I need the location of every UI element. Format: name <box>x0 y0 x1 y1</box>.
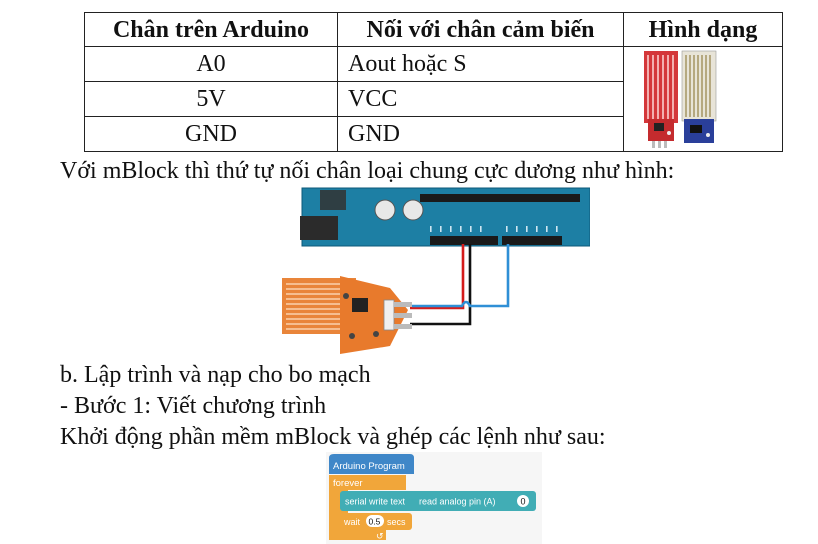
table-row: A0 Aout hoặc S <box>84 46 783 152</box>
header-sensor-pin: Nối với chân cảm biến <box>337 11 624 48</box>
pin-value: 0 <box>521 497 526 507</box>
capacitor-icon <box>374 199 396 221</box>
wait-value-input[interactable] <box>366 515 384 527</box>
cell-sensor-pin: GND <box>337 116 624 152</box>
sensor-shape-cell <box>623 46 783 152</box>
water-sensor-photo <box>644 50 717 149</box>
power-header <box>430 236 498 245</box>
power-jack <box>300 216 338 240</box>
pin-mapping-table: Chân trên Arduino Nối với chân cảm biến … <box>84 11 783 152</box>
wiring-diagram <box>282 187 590 354</box>
analog-header <box>502 236 562 245</box>
loop-arrow-icon: ↺ <box>376 531 384 541</box>
wire-red <box>410 244 465 310</box>
cell-sensor-pin: Aout hoặc S <box>337 46 624 83</box>
step-1: - Bước 1: Viết chương trình <box>60 393 327 419</box>
step-1-description: Khởi động phần mềm mBlock và ghép các lệ… <box>60 424 606 450</box>
serial-write-block[interactable] <box>340 491 536 511</box>
cell-arduino-pin: A0 <box>84 46 338 83</box>
cell-arduino-pin: GND <box>84 116 338 152</box>
wire-black <box>410 244 472 326</box>
table-header-row: Chân trên Arduino Nối với chân cảm biến … <box>84 11 783 48</box>
section-b-heading: b. Lập trình và nạp cho bo mạch <box>60 362 371 388</box>
secs-label: secs <box>387 517 406 527</box>
wiring-note: Với mBlock thì thứ tự nối chân loại chun… <box>60 158 675 184</box>
wait-label: wait <box>343 517 361 527</box>
hat-block[interactable] <box>329 454 414 474</box>
hat-block-label: Arduino Program <box>333 461 405 472</box>
wait-value: 0.5 <box>369 517 381 527</box>
forever-label: forever <box>333 478 363 489</box>
capacitor-icon <box>402 199 424 221</box>
cell-sensor-pin: VCC <box>337 81 624 118</box>
header-shape: Hình dạng <box>623 11 783 48</box>
table-row: GND GND <box>84 116 783 152</box>
cell-arduino-pin: 5V <box>84 81 338 118</box>
mblock-canvas: Arduino Program forever ↺ serial write t… <box>329 454 536 541</box>
wire-blue <box>412 244 510 308</box>
serial-write-label: serial write text <box>345 497 406 507</box>
read-analog-label: read analog pin (A) <box>419 497 496 507</box>
pin-value-input[interactable] <box>517 495 529 507</box>
mblock-program: Arduino Program forever ↺ serial write t… <box>326 452 542 544</box>
header-arduino-pin: Chân trên Arduino <box>84 11 338 48</box>
